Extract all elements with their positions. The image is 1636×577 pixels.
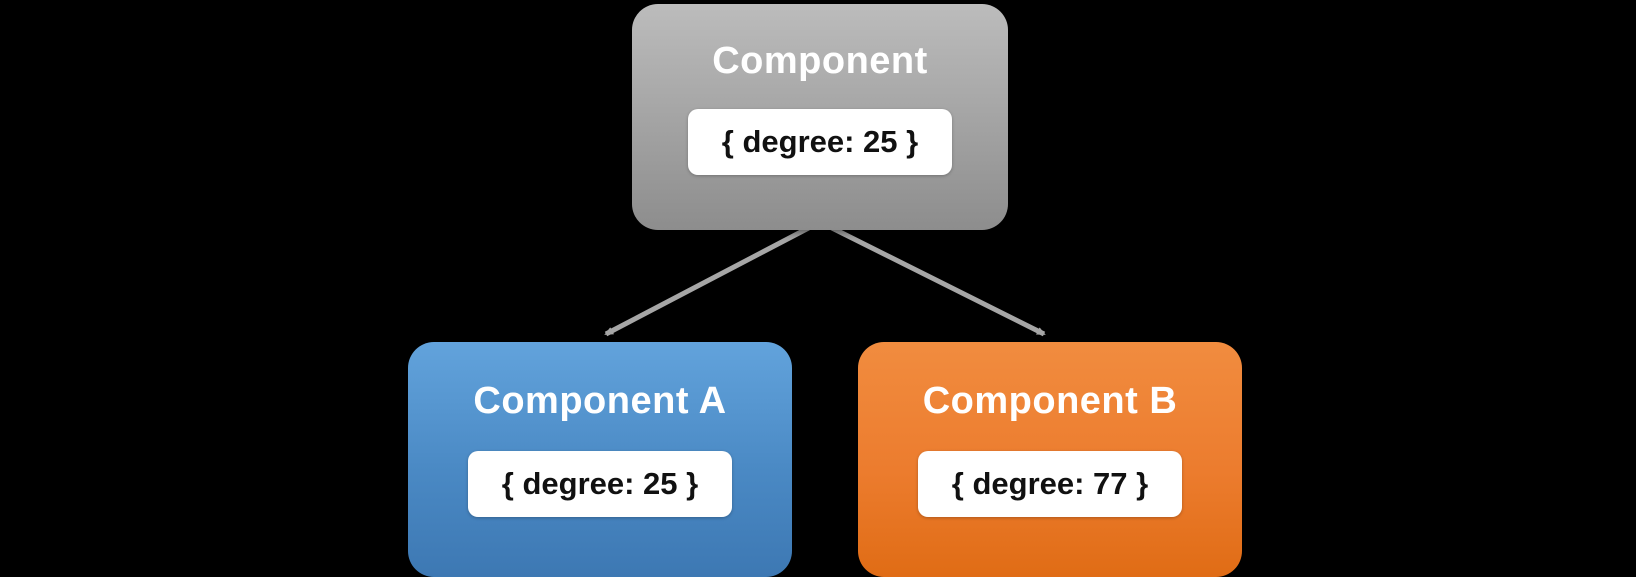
node-component-a-value-badge: { degree: 25 } bbox=[467, 451, 733, 517]
node-component-a: Component A { degree: 25 } bbox=[408, 342, 792, 577]
node-component-b: Component B { degree: 77 } bbox=[858, 342, 1242, 577]
node-component-b-value-badge: { degree: 77 } bbox=[917, 451, 1183, 517]
arrow-to-component-b bbox=[818, 219, 1046, 337]
node-component-b-title: Component B bbox=[922, 380, 1178, 422]
node-component-a-title: Component A bbox=[473, 380, 727, 422]
node-component-title: Component bbox=[712, 40, 928, 82]
arrow-to-component-a bbox=[604, 219, 822, 337]
node-component-value-badge: { degree: 25 } bbox=[687, 109, 953, 175]
node-component: Component { degree: 25 } bbox=[632, 4, 1008, 230]
